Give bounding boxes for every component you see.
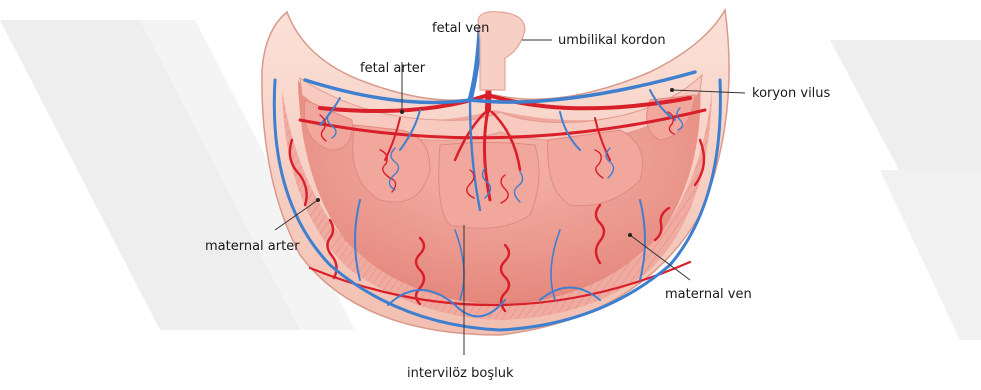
label-fetal-ven: fetal ven — [432, 21, 489, 36]
label-maternal-arter: maternal arter — [205, 239, 300, 254]
label-koryon-vilus: koryon vilus — [752, 86, 831, 101]
label-fetal-arter: fetal arter — [360, 61, 426, 76]
label-intervilloz-bosluk: intervilöz boşluk — [407, 366, 514, 381]
label-umbilikal-kordon: umbilikal kordon — [558, 33, 666, 48]
label-maternal-ven: maternal ven — [665, 287, 752, 302]
